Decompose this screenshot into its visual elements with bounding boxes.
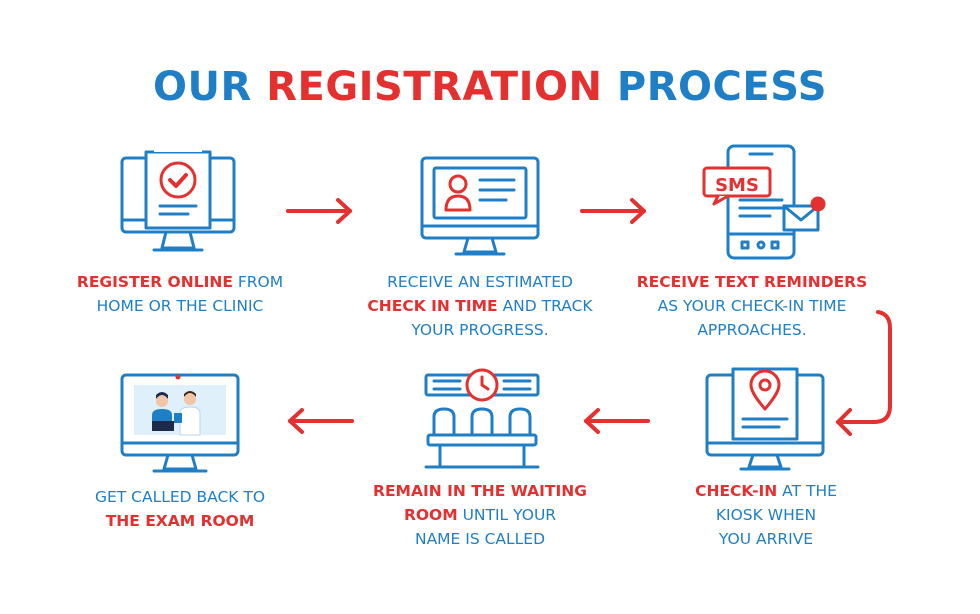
title-part-registration: REGISTRATION — [266, 64, 603, 110]
sms-label: SMS — [715, 175, 759, 196]
caption-line: YOUR PROGRESS. — [350, 318, 610, 342]
monitor-doctor-patient-icon — [120, 373, 240, 473]
caption-text: GET CALLED BACK TO — [94, 488, 266, 506]
caption-highlight: CHECK-IN — [695, 482, 778, 500]
caption-text: UNTIL YOUR — [457, 506, 557, 524]
caption-highlight: THE EXAM ROOM — [105, 512, 255, 530]
title-part-our: OUR — [152, 64, 252, 110]
caption-text: AND TRACK — [497, 297, 593, 315]
caption-highlight: RECEIVE TEXT REMINDERS — [636, 273, 868, 291]
caption-highlight: REGISTER ONLINE — [76, 273, 233, 291]
monitor-checkmark-document-icon — [120, 150, 236, 252]
caption-line: RECEIVE TEXT REMINDERS — [622, 270, 882, 294]
caption-text: KIOSK WHEN — [715, 506, 817, 524]
arrow-right-step1-to-step2-icon — [286, 198, 352, 224]
step-caption-waiting-room: REMAIN IN THE WAITING ROOM UNTIL YOUR NA… — [350, 479, 610, 551]
caption-line: THE EXAM ROOM — [50, 509, 310, 533]
caption-text: YOU ARRIVE — [718, 530, 814, 548]
caption-text: FROM — [232, 273, 284, 291]
caption-line: CHECK-IN AT THE — [636, 479, 896, 503]
kiosk-location-pin-icon — [705, 367, 825, 471]
caption-text: YOUR PROGRESS. — [411, 321, 549, 339]
caption-line: ROOM UNTIL YOUR — [350, 503, 610, 527]
step-caption-exam-room: GET CALLED BACK TO THE EXAM ROOM — [50, 485, 310, 533]
monitor-profile-card-icon — [420, 156, 540, 256]
caption-line: REMAIN IN THE WAITING — [350, 479, 610, 503]
caption-text: AS YOUR CHECK-IN TIME — [657, 297, 847, 315]
page-title: OUR REGISTRATION PROCESS — [0, 64, 980, 110]
step-caption-check-in-time: RECEIVE AN ESTIMATED CHECK IN TIME AND T… — [350, 270, 610, 342]
arrow-left-step4-to-step5-icon — [584, 408, 650, 434]
caption-text: HOME OR THE CLINIC — [96, 297, 264, 315]
step-caption-register-online: REGISTER ONLINE FROM HOME OR THE CLINIC — [50, 270, 310, 318]
caption-line: APPROACHES. — [622, 318, 882, 342]
waiting-room-chairs-icon — [424, 368, 540, 469]
caption-line: HOME OR THE CLINIC — [50, 294, 310, 318]
caption-line: RECEIVE AN ESTIMATED — [350, 270, 610, 294]
step-caption-text-reminders: RECEIVE TEXT REMINDERS AS YOUR CHECK-IN … — [622, 270, 882, 342]
caption-text: AT THE — [777, 482, 837, 500]
smartphone-sms-icon — [702, 144, 826, 260]
arrow-right-step2-to-step3-icon — [580, 198, 646, 224]
caption-line: REGISTER ONLINE FROM — [50, 270, 310, 294]
caption-highlight: REMAIN IN THE WAITING — [373, 482, 587, 500]
caption-text: APPROACHES. — [697, 321, 807, 339]
caption-line: NAME IS CALLED — [350, 527, 610, 551]
caption-highlight: CHECK IN TIME — [367, 297, 498, 315]
caption-line: AS YOUR CHECK-IN TIME — [622, 294, 882, 318]
arrow-curved-step3-to-step4-icon — [836, 310, 892, 436]
arrow-left-step5-to-step6-icon — [288, 408, 354, 434]
caption-line: YOU ARRIVE — [636, 527, 896, 551]
step-caption-check-in-kiosk: CHECK-IN AT THE KIOSK WHEN YOU ARRIVE — [636, 479, 896, 551]
caption-line: CHECK IN TIME AND TRACK — [350, 294, 610, 318]
caption-highlight: ROOM — [403, 506, 458, 524]
title-part-process: PROCESS — [616, 64, 828, 110]
caption-text: RECEIVE AN ESTIMATED — [387, 273, 573, 291]
caption-text: NAME IS CALLED — [414, 530, 546, 548]
caption-line: KIOSK WHEN — [636, 503, 896, 527]
caption-line: GET CALLED BACK TO — [50, 485, 310, 509]
